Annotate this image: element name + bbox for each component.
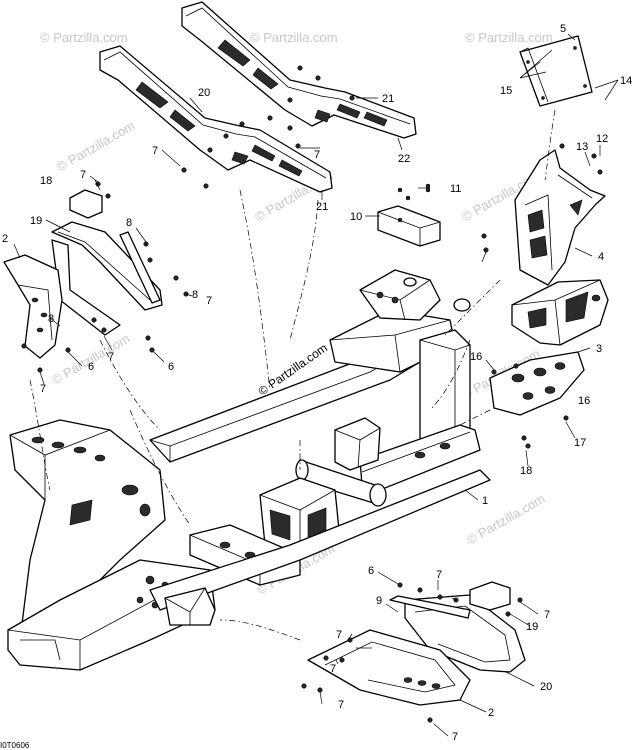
- callout-label: 17: [574, 437, 586, 449]
- callout-label: 8: [126, 217, 132, 229]
- callout-label: 7: [330, 663, 336, 675]
- callout-label: 19: [526, 621, 538, 633]
- callout-label: 12: [596, 133, 608, 145]
- callout-label: 7: [452, 731, 458, 743]
- callout-label: 7: [436, 569, 442, 581]
- callout-label: 22: [398, 153, 410, 165]
- callout-label: 7: [336, 629, 342, 641]
- callout-label: 7: [544, 609, 550, 621]
- callout-label: 8: [192, 289, 198, 301]
- callout-label: 2: [2, 233, 8, 245]
- watermark: © Partzilla.com: [54, 118, 137, 175]
- loop-19-left: [51, 221, 163, 336]
- callout-label: 21: [316, 201, 328, 213]
- callouts: 1 2 2 3 4 5 6 6 6 7 7 7 7 7 7 7 7 7 7 7 …: [2, 23, 632, 743]
- callout-label: 7: [206, 295, 212, 307]
- callout-label: 15: [500, 85, 512, 97]
- bar-8-lower: [389, 595, 471, 619]
- callout-label: 20: [198, 87, 210, 99]
- callout-label: 16: [470, 351, 482, 363]
- callout-label: 7: [338, 699, 344, 711]
- block-3: [511, 279, 609, 346]
- watermark: © Partzilla.com: [40, 30, 128, 45]
- callout-label: 1: [482, 495, 488, 507]
- bracket-18-lower: [469, 581, 511, 611]
- loop-2-left: [3, 254, 63, 359]
- drawing-code: I0T0606: [0, 741, 30, 750]
- callout-label: 2: [488, 707, 494, 719]
- callout-label: 7: [152, 145, 158, 157]
- callout-label: 21: [382, 93, 394, 105]
- callout-label: 14: [620, 75, 632, 87]
- callout-label: 5: [560, 23, 566, 35]
- plate-5: [519, 35, 593, 107]
- callout-label: 7: [314, 149, 320, 161]
- callout-label: 6: [368, 565, 374, 577]
- callout-label: 19: [30, 215, 42, 227]
- callout-label: 6: [168, 361, 174, 373]
- rail-21-left: [99, 45, 333, 193]
- callout-label: 8: [48, 313, 54, 325]
- bracket-4: [514, 149, 606, 286]
- callout-label: 16: [578, 395, 590, 407]
- watermark: © Partzilla.com: [465, 30, 553, 45]
- watermark: © Partzilla.com: [49, 331, 132, 388]
- callout-label: 11: [450, 183, 461, 195]
- callout-label: 7: [80, 169, 86, 181]
- callout-label: 18: [520, 465, 532, 477]
- watermark: © Partzilla.com: [250, 30, 338, 45]
- rail-21-right: [181, 1, 417, 139]
- callout-label: 7: [40, 383, 46, 395]
- bracket-9: [377, 187, 441, 247]
- bracket-18-upper: [69, 189, 103, 219]
- plate-15: [489, 351, 585, 416]
- watermark: © Partzilla.com: [464, 491, 547, 548]
- callout-label: 3: [596, 343, 602, 355]
- fasteners: [21, 65, 603, 723]
- callout-label: 10: [350, 211, 362, 223]
- leader-lines: [13, 33, 619, 737]
- callout-label: 20: [540, 681, 552, 693]
- callout-label: 6: [88, 361, 94, 373]
- callout-label: 4: [598, 251, 604, 263]
- loop-2-right: [307, 629, 471, 706]
- bar-8-upper: [119, 231, 161, 304]
- main-frame-1: [7, 269, 491, 671]
- assembly-lines: [29, 109, 556, 641]
- callout-label: 18: [40, 175, 52, 187]
- callout-label: 13: [576, 141, 588, 153]
- callout-label: 9: [376, 595, 382, 607]
- callout-label: 7: [108, 351, 114, 363]
